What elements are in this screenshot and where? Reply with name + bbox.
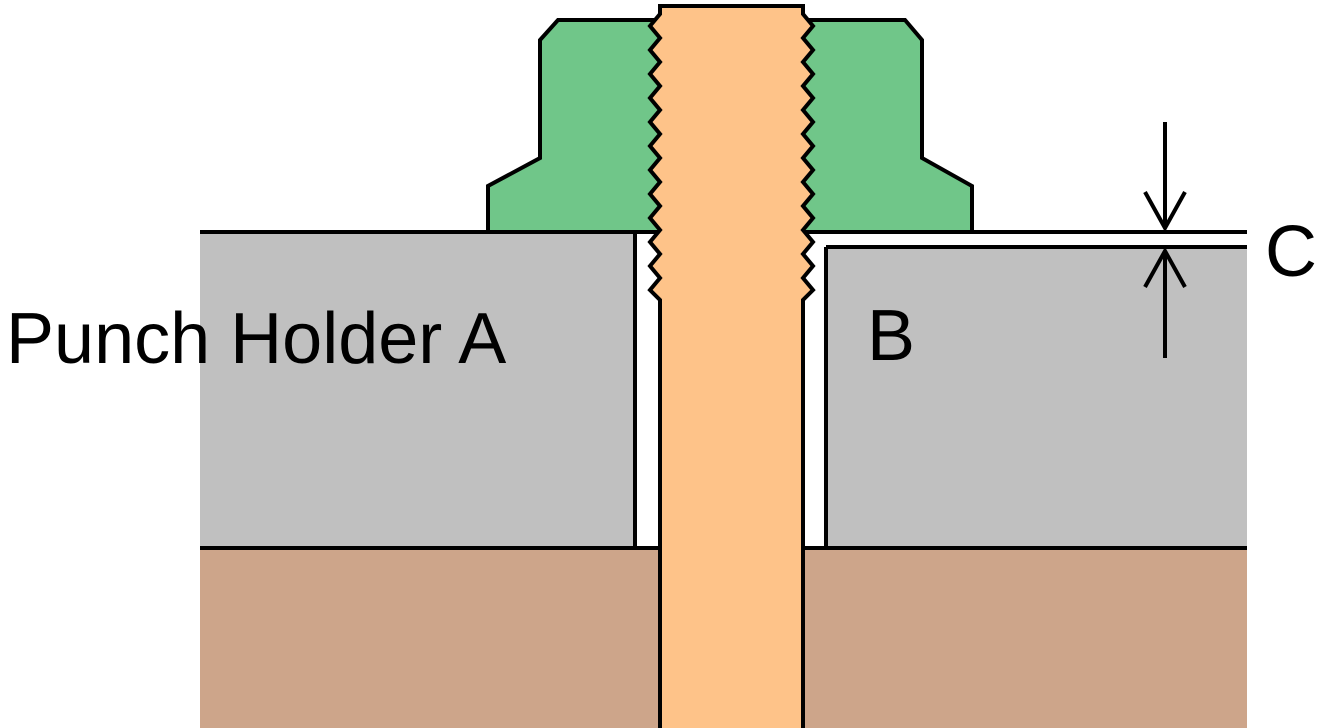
base-plate-right <box>803 548 1247 728</box>
label-b: B <box>867 296 915 376</box>
gap-c-dimension-arrows <box>1143 122 1187 358</box>
punch-holder-a <box>200 232 635 548</box>
block-b <box>826 247 1247 548</box>
base-plate-left <box>200 548 660 728</box>
bolt <box>647 4 816 728</box>
label-punch-holder-a: Punch Holder A <box>6 299 506 379</box>
lower-arrow-up-icon <box>1143 246 1187 288</box>
label-c: C <box>1265 212 1317 292</box>
upper-arrow-down-icon <box>1143 191 1187 233</box>
